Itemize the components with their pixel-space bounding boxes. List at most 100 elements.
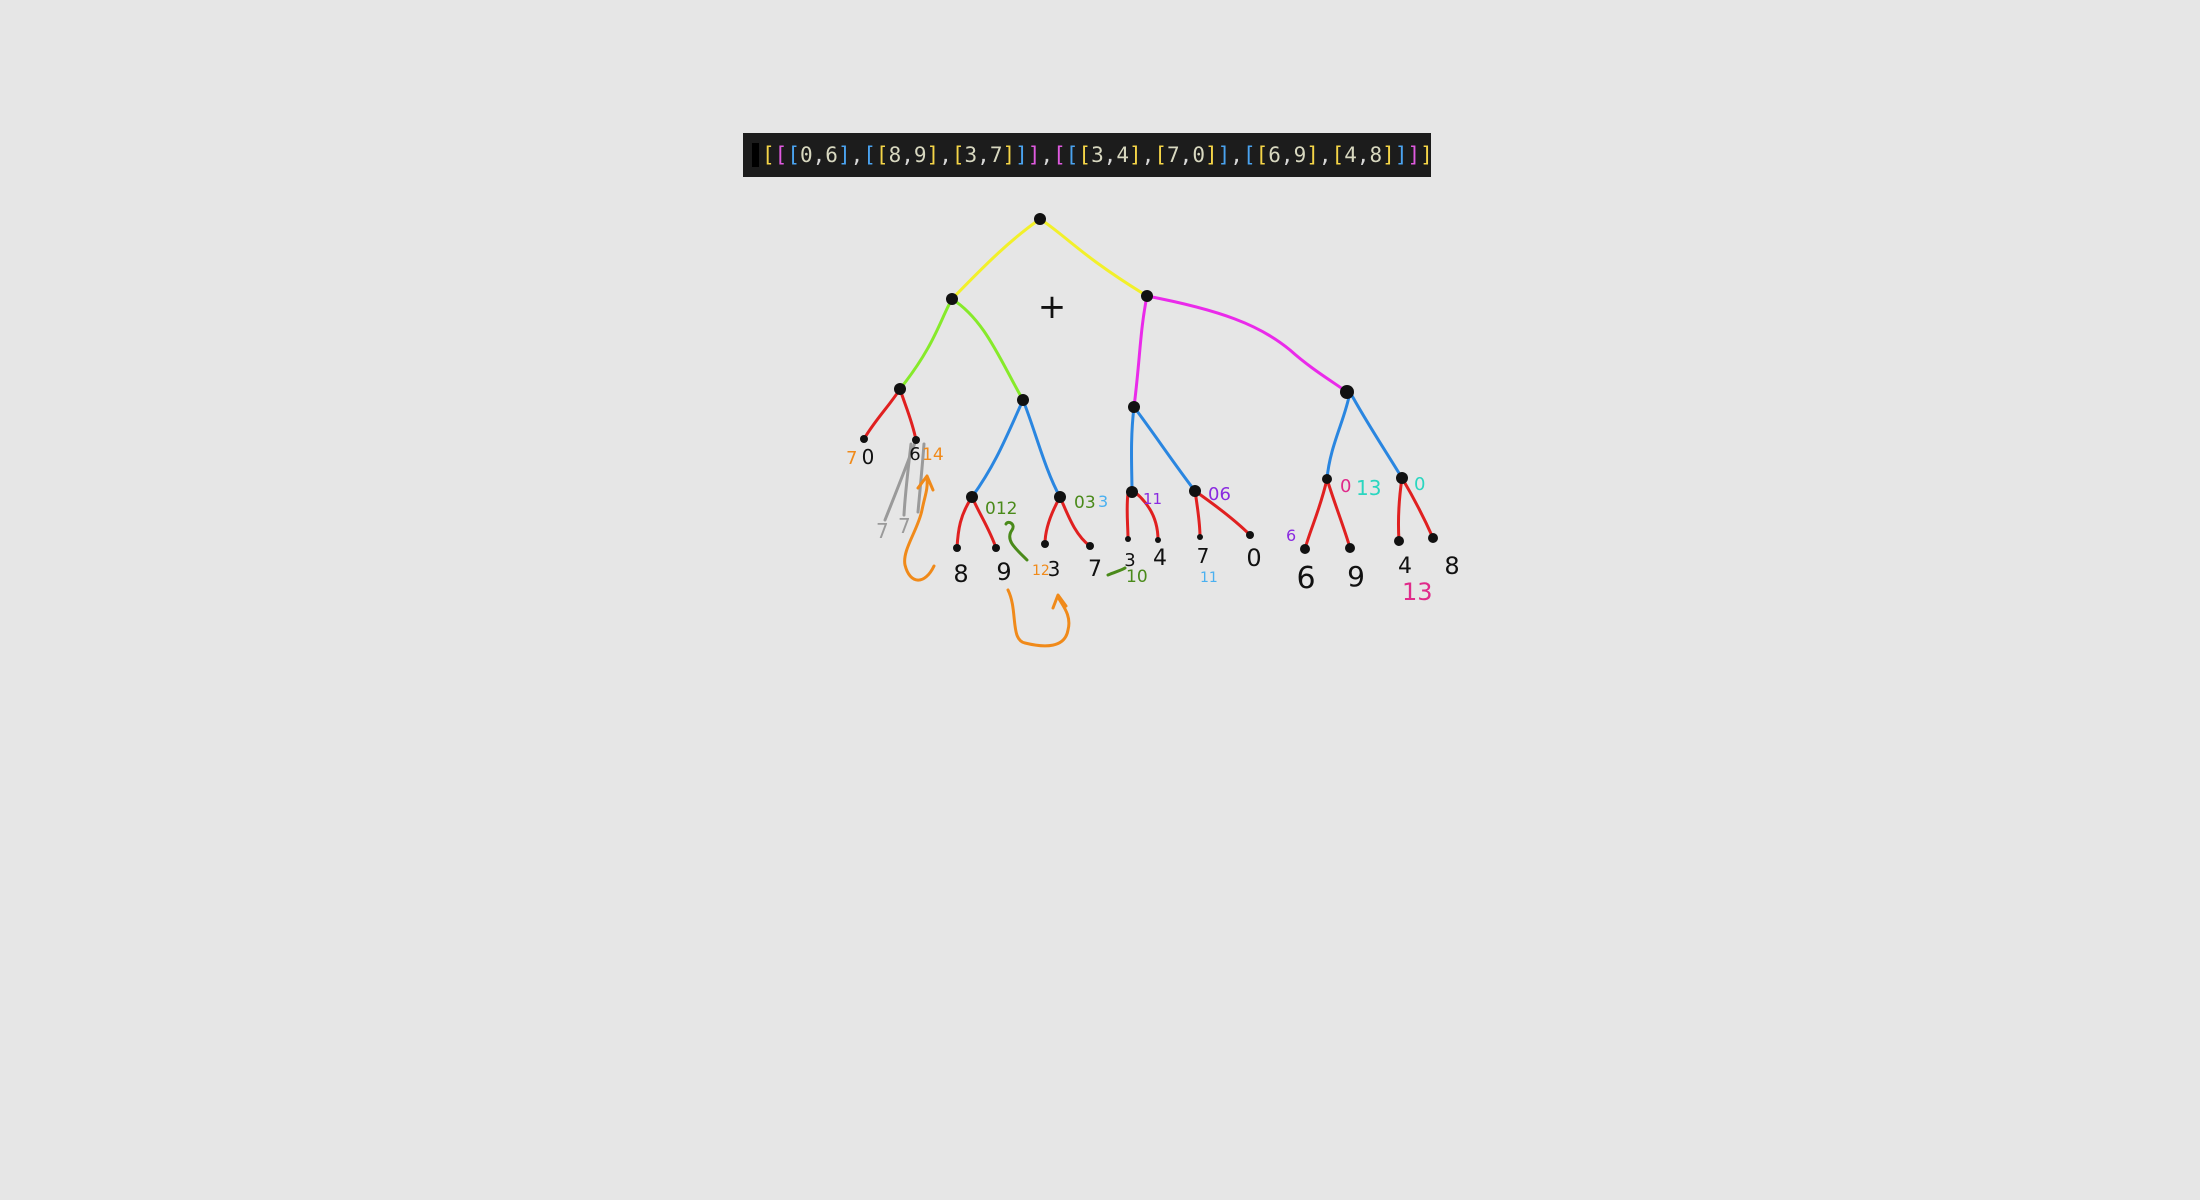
- annot-cyan-0: 0: [1414, 474, 1425, 495]
- expression-token: ]: [1129, 143, 1142, 167]
- orange-arrow-bottom-head: [1051, 593, 1068, 610]
- annot-green-10: 10: [1126, 567, 1148, 587]
- expression-token: ]: [1306, 143, 1319, 167]
- tree-node: [992, 544, 1000, 552]
- expression-token: 0: [1192, 143, 1205, 167]
- edge-root-left: [950, 217, 1042, 301]
- edge-leaf-0: [862, 387, 902, 441]
- tree-node: [1128, 401, 1140, 413]
- tree-node: [912, 436, 920, 444]
- expression-token: 8: [888, 143, 902, 167]
- text-cursor: [752, 143, 759, 167]
- expression-token: [: [863, 143, 876, 167]
- annot-sky-3: 3: [1098, 492, 1108, 511]
- leaf-value-4b: 4: [1398, 554, 1412, 579]
- expression-token: 3: [1091, 143, 1104, 167]
- annot-magenta-13: 13: [1402, 578, 1433, 606]
- expression-token: ]: [1420, 143, 1433, 167]
- expression-token: [: [762, 143, 775, 167]
- edge-leaf-8b: [1400, 476, 1435, 540]
- tree-node: [1155, 537, 1161, 543]
- tree-node: [1197, 534, 1203, 540]
- edge-leaf-6: [898, 387, 918, 442]
- annot-orange-14: 14: [922, 445, 944, 465]
- expression-token: [: [787, 143, 800, 167]
- expression-token: [: [1065, 143, 1079, 167]
- expression-token: ,: [1356, 143, 1370, 167]
- expression-token: ]: [1027, 143, 1041, 167]
- tree-node: [1041, 540, 1049, 548]
- tree-node: [1141, 290, 1153, 302]
- tree-node: [1189, 485, 1201, 497]
- leaf-value-0b: 0: [1246, 544, 1261, 572]
- expression-token: ,: [850, 143, 864, 167]
- tree-node: [1054, 491, 1066, 503]
- leaf-value-6: 6: [909, 444, 920, 465]
- expression-token: ]: [1407, 143, 1421, 167]
- annot-012: 012: [985, 499, 1017, 519]
- expression-token: ,: [1141, 143, 1155, 167]
- expression-token: 4: [1116, 143, 1130, 167]
- gray-stroke-3: [916, 442, 926, 514]
- expression-token: [: [1255, 143, 1269, 167]
- edge-left-b: [950, 297, 1025, 402]
- expression-token: [: [1242, 143, 1256, 167]
- tree-node: [1126, 486, 1138, 498]
- leaf-value-7: 7: [1088, 557, 1102, 582]
- expression-token: ,: [939, 143, 952, 167]
- expression-token: 8: [1369, 143, 1383, 167]
- leaf-value-8: 8: [953, 560, 968, 588]
- annot-green-12: 12: [1032, 563, 1050, 579]
- expression-token: 6: [1268, 143, 1281, 167]
- expression-token: [: [1053, 143, 1066, 167]
- tree-node: [1340, 385, 1354, 399]
- leaf-value-0: 0: [862, 445, 875, 469]
- edge-leaf-4: [1134, 491, 1160, 542]
- expression-token: 7: [989, 143, 1003, 167]
- expression-token: 9: [913, 143, 927, 167]
- expression-token: ]: [1382, 143, 1395, 167]
- edge-pair-6: [1348, 390, 1404, 480]
- gray-stroke-1: [883, 438, 918, 522]
- expression-token: [: [1154, 143, 1167, 167]
- edge-left-a: [898, 297, 954, 391]
- green-arrow-2: [1106, 566, 1127, 577]
- tree-node: [860, 435, 868, 443]
- leaf-value-8b: 8: [1444, 552, 1459, 580]
- tree-node: [1017, 394, 1029, 406]
- expression-token: ,: [1040, 143, 1054, 167]
- expression-token: ,: [1280, 143, 1294, 167]
- edge-pair-4: [1132, 405, 1197, 493]
- tree-node: [1396, 472, 1408, 484]
- edge-leaf-4b: [1396, 476, 1404, 543]
- edge-leaf-9b: [1325, 477, 1352, 550]
- annot-cyan-13: 13: [1356, 476, 1381, 500]
- tree-node: [1246, 531, 1254, 539]
- expression-token: [: [774, 143, 788, 167]
- edge-pair-5: [1325, 390, 1352, 481]
- tree-node: [1034, 213, 1046, 225]
- tree-node: [946, 293, 958, 305]
- edge-leaf-6b: [1303, 477, 1329, 551]
- tree-node: [953, 544, 961, 552]
- edge-leaf-0b: [1193, 489, 1252, 537]
- annot-magenta-0: 0: [1340, 476, 1351, 497]
- edge-pair-1: [970, 398, 1025, 499]
- expression-token: ,: [1103, 143, 1117, 167]
- leaf-value-4: 4: [1153, 546, 1167, 571]
- edge-right-a: [1132, 294, 1149, 409]
- edge-root-right: [1038, 217, 1149, 298]
- expression-token: [: [875, 143, 889, 167]
- expression-bar: [[[0,6],[[8,9],[3,7]]],[[[3,4],[7,0]],[[…: [743, 133, 1433, 177]
- edge-leaf-3a: [1043, 495, 1062, 546]
- annot-03: 03: [1074, 493, 1096, 513]
- expression-token: ,: [1179, 143, 1193, 167]
- leaf-value-3b: 3: [1124, 550, 1135, 571]
- edge-pair-3: [1130, 405, 1136, 494]
- expression-token: ,: [977, 143, 990, 167]
- expression-token: 4: [1344, 143, 1357, 167]
- orange-arrow-left-head: [916, 474, 935, 492]
- tree-nodes: [860, 213, 1438, 554]
- gray-stroke-2: [902, 442, 913, 517]
